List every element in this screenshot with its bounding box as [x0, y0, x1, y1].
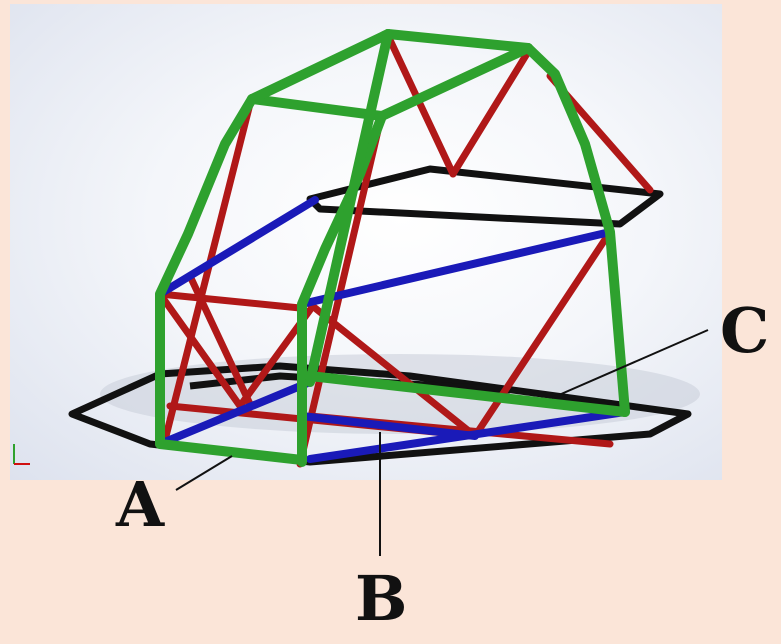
roof-rear-bar — [383, 29, 533, 53]
upper-side-bar-2 — [298, 228, 614, 308]
roof-right-rail — [377, 43, 533, 121]
roof-left-rail — [247, 29, 393, 104]
lower-side-bar-3 — [306, 408, 629, 463]
diagonal-tubes — [156, 36, 654, 468]
lower-side-bar-2 — [298, 412, 479, 440]
rear-hoop-left — [305, 29, 393, 387]
roof-diagonal-1 — [386, 36, 457, 178]
front-cross — [156, 290, 304, 312]
side-diagonal-1 — [160, 100, 254, 448]
lower-side-bar-1 — [156, 378, 314, 448]
rear-hoop-right — [523, 43, 630, 417]
floor-side-bar — [305, 371, 630, 417]
callout-label-b: B — [355, 562, 408, 635]
leader-a — [175, 455, 233, 491]
roll-cage-model — [13, 29, 700, 468]
callout-label-c: C — [720, 294, 770, 367]
axis-triad-icon — [13, 444, 30, 465]
upper-side-bar-1 — [156, 196, 319, 298]
upper-floor-frame — [306, 165, 664, 228]
roof-front-bar — [247, 94, 387, 121]
roof-diagonal-2 — [449, 48, 532, 178]
front-x-1 — [156, 290, 244, 410]
side-impact-tubes — [156, 196, 629, 463]
cad-viewport — [10, 4, 722, 480]
main-hoop-tubes — [155, 29, 630, 467]
floor-front-bar — [155, 439, 307, 465]
leader-c — [551, 329, 709, 399]
front-hoop-right — [297, 111, 387, 467]
callout-label-a: A — [116, 468, 165, 541]
mid-diagonal-1 — [306, 300, 479, 440]
front-hoop-left — [155, 94, 257, 449]
